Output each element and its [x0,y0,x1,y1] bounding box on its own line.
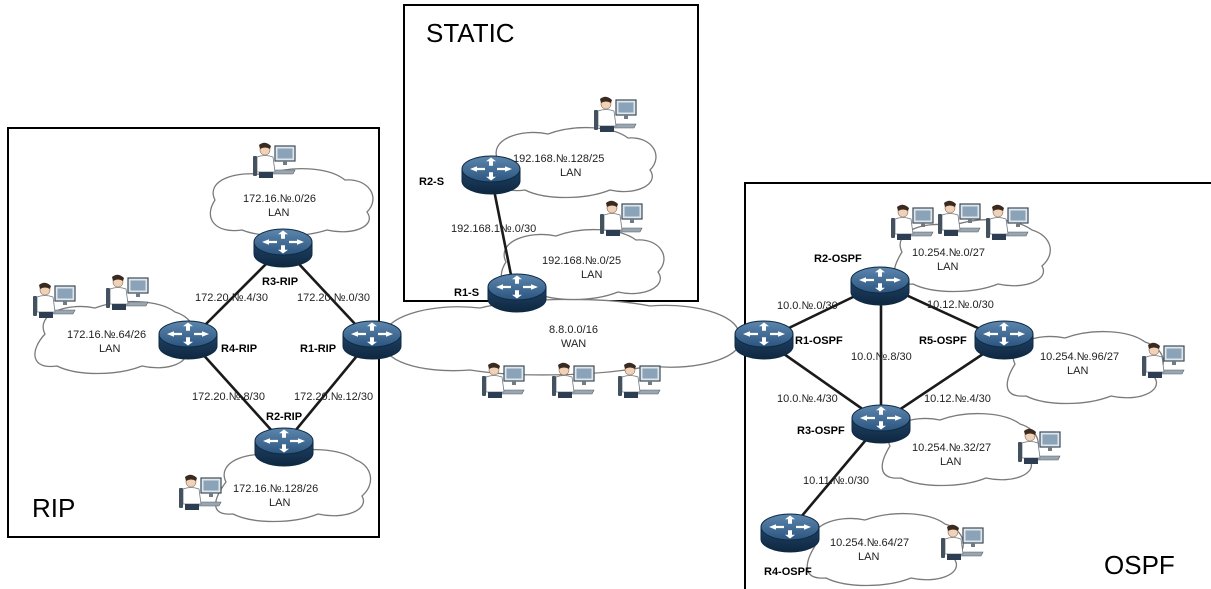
router-r1s[interactable] [487,273,547,313]
link-label-r3-r4-rip: 172.20.№.4/30 [195,292,268,304]
router-r1ospf[interactable] [734,320,794,360]
router-label-r4ospf: R4-OSPF [764,566,812,578]
router-icon [734,320,794,360]
lan-subnet-ospf-r2: 10.254.№.0/27 [912,247,985,259]
router-r2rip[interactable] [254,427,314,467]
router-icon [851,404,911,444]
router-r5ospf[interactable] [974,320,1034,360]
zone-label-ospf: OSPF [1104,550,1175,580]
router-icon [254,427,314,467]
lan-subnet-rip-r4: 172.16.№.64/26 [67,329,146,341]
link-label-r1-r2-ospf: 10.0.№.0/30 [777,300,838,312]
lan-type-rip-r3: LAN [268,207,289,219]
lan-cloud-static-1 [492,126,657,199]
lan-type-ospf-r5: LAN [1067,365,1088,377]
link-r4rip-r2rip [189,339,283,443]
lan-type-ospf-r2: LAN [937,261,958,273]
zone-label-rip: RIP [32,493,75,523]
router-icon [487,273,547,313]
lan-type-rip-r2: LAN [269,497,290,509]
router-icon [461,155,521,195]
link-label-r2s-r1s: 192.168.1№.0/30 [451,223,536,235]
router-icon [974,320,1034,360]
router-icon [342,320,402,360]
router-label-r2ospf: R2-OSPF [814,253,862,265]
lan-subnet-ospf-r5: 10.254.№.96/27 [1040,351,1119,363]
router-label-r1rip: R1-RIP [300,343,336,355]
router-icon [850,266,910,306]
router-r2s[interactable] [461,155,521,195]
router-icon [760,513,820,553]
lan-subnet-rip-r3: 172.16.№.0/26 [243,193,316,205]
lan-subnet-static-2: 192.168.№.0/25 [542,255,621,267]
router-r4rip[interactable] [158,320,218,360]
lan-subnet-rip-r2: 172.16.№.128/26 [233,483,318,495]
link-label-r3-r1-rip: 172.20.№.0/30 [297,292,370,304]
lan-type-ospf-r3: LAN [940,456,961,468]
lan-type-static-2: LAN [581,269,602,281]
zone-label-static: STATIC [426,18,515,48]
link-label-r1-r3-ospf: 10.0.№.4/30 [777,393,838,405]
lan-subnet-static-1: 192.168.№.128/25 [513,153,604,165]
router-label-r1s: R1-S [454,287,479,299]
wan-type: WAN [561,338,586,350]
lan-type-rip-r4: LAN [99,343,120,355]
wan-subnet: 8.8.0.0/16 [549,324,598,336]
link-label-r5-r3-ospf: 10.12.№.4/30 [924,393,991,405]
link-label-r1-r2-rip: 172.20.№.12/30 [294,391,373,403]
link-label-r4-r2-rip: 172.20.№.8/30 [192,391,265,403]
link-label-r2-r5-ospf: 10.12.№.0/30 [927,299,994,311]
router-label-r2rip: R2-RIP [266,411,302,423]
router-label-r5ospf: R5-OSPF [919,335,967,347]
link-label-r3-r4-ospf: 10.11.№.0/30 [803,475,869,487]
router-label-r3ospf: R3-OSPF [797,425,845,437]
router-label-r1ospf: R1-OSPF [795,335,843,347]
lan-cloud-ospf-r4 [806,512,964,587]
router-icon [253,228,313,268]
router-label-r2s: R2-S [419,176,444,188]
router-label-r4rip: R4-RIP [221,343,257,355]
lan-subnet-ospf-r3: 10.254.№.32/27 [912,442,991,454]
link-label-r2-r3-ospf: 10.0.№.8/30 [851,351,912,363]
lan-type-ospf-r4: LAN [858,551,879,563]
router-r3ospf[interactable] [851,404,911,444]
router-icon [158,320,218,360]
lan-type-static-1: LAN [560,167,581,179]
router-label-r3rip: R3-RIP [262,276,298,288]
router-r1rip[interactable] [342,320,402,360]
router-r3rip[interactable] [253,228,313,268]
lan-subnet-ospf-r4: 10.254.№.64/27 [830,537,909,549]
router-r4ospf[interactable] [760,513,820,553]
router-r2ospf[interactable] [850,266,910,306]
